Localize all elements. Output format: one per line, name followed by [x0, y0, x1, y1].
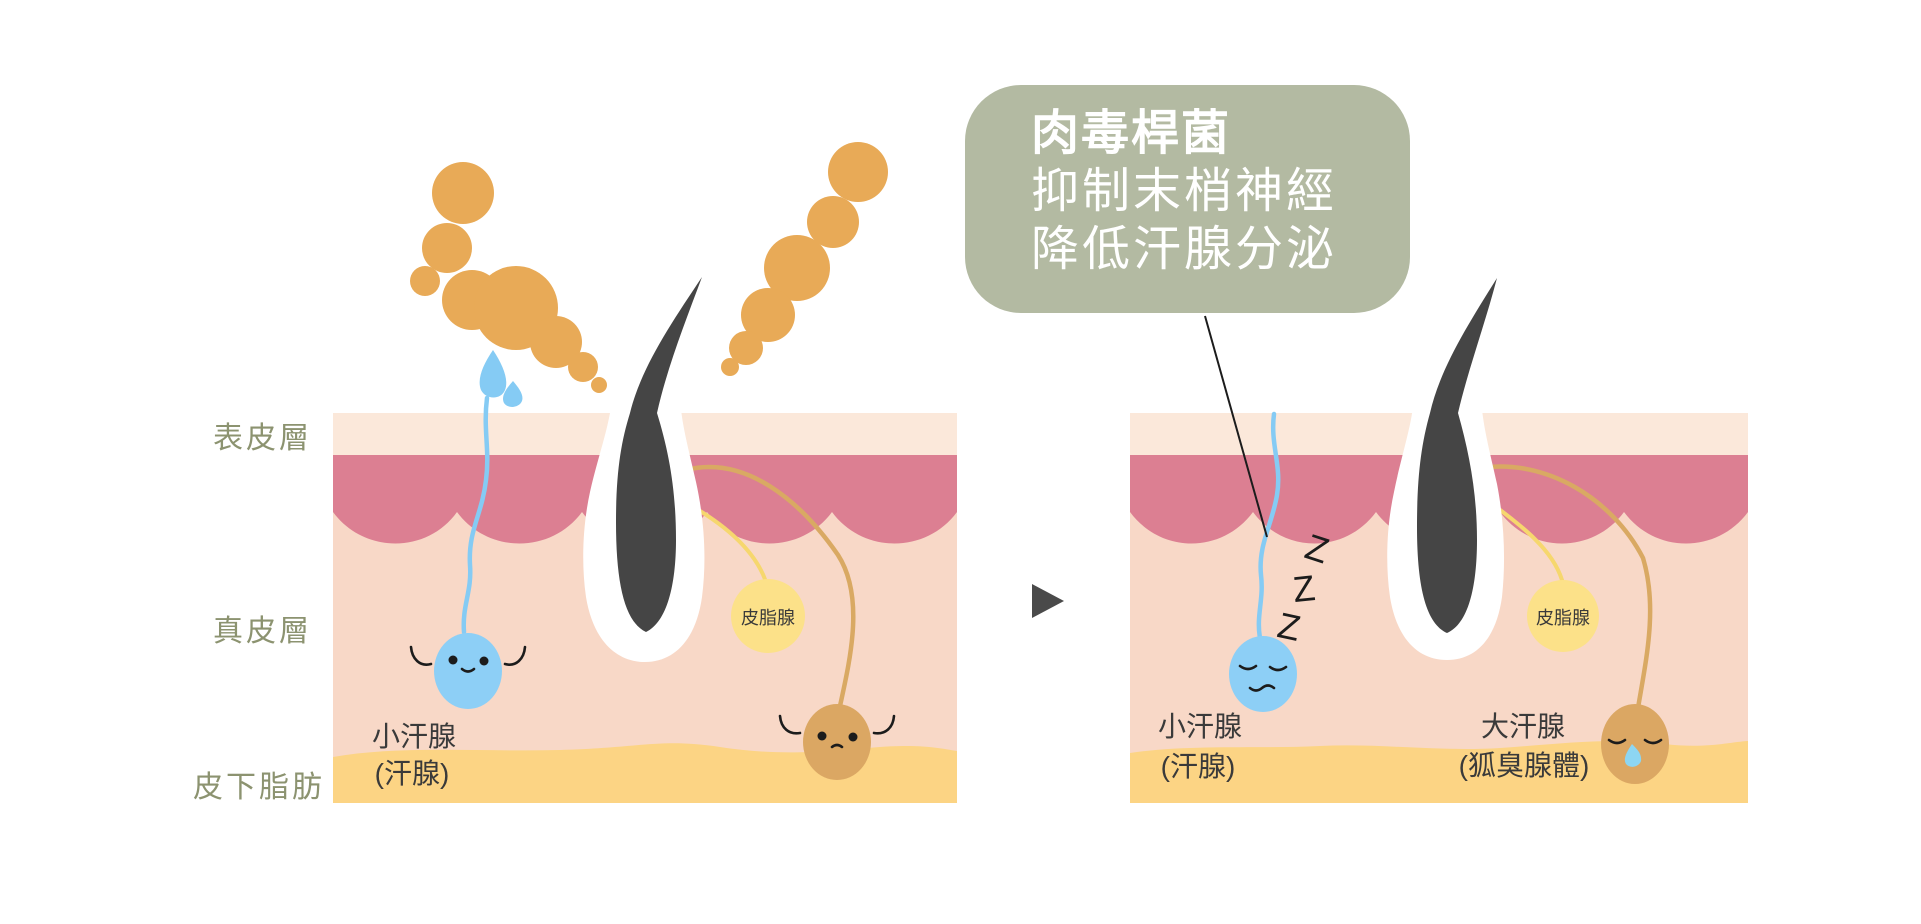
- left-eccrine-sublabel: (汗腺): [374, 758, 450, 789]
- right-apocrine-gland-crying-icon: [1601, 704, 1669, 784]
- right-sebaceous-label: 皮脂腺: [1536, 608, 1590, 628]
- layer-label-subcutaneous-fat: 皮下脂肪: [193, 771, 325, 804]
- left-fat-layer: [333, 743, 957, 803]
- right-hair-icon: [1417, 278, 1497, 633]
- right-sebaceous-gland-icon: [1527, 580, 1599, 652]
- tear-drop-icon: [1624, 744, 1642, 767]
- bubble-line-2: 抑制末梢神經: [1031, 165, 1338, 218]
- left-skin-panel: [333, 277, 957, 803]
- right-eccrine-sublabel: (汗腺): [1160, 751, 1236, 782]
- right-apocrine-label: 大汗腺: [1480, 711, 1566, 742]
- odor-cloud-right-icon: [721, 142, 888, 376]
- right-apocrine-sublabel: (狐臭腺體): [1458, 750, 1590, 781]
- left-sebaceous-gland-icon: [731, 579, 805, 653]
- sweat-drop-icon: [479, 350, 523, 407]
- left-sebaceous-label: 皮脂腺: [741, 608, 795, 628]
- bubble-line-3: 降低汗腺分泌: [1031, 223, 1338, 276]
- left-apocrine-duct: [683, 464, 856, 709]
- right-fat-layer: [1130, 741, 1748, 803]
- left-apocrine-gland-icon: [778, 704, 896, 780]
- bubble-title: 肉毒桿菌: [1031, 107, 1232, 160]
- botox-speech-bubble: 肉毒桿菌 抑制末梢神經 降低汗腺分泌: [965, 85, 1410, 313]
- odor-cloud-left-icon: [410, 162, 607, 393]
- left-eccrine-label: 小汗腺: [371, 721, 457, 752]
- right-skin-panel: [1130, 278, 1748, 803]
- right-eccrine-gland-sleeping-icon: [1229, 636, 1297, 712]
- left-hair-icon: [616, 277, 702, 632]
- sleep-z-2: Z: [1290, 566, 1318, 611]
- left-eccrine-gland-icon: [409, 633, 527, 709]
- bubble-pointer-line: [1204, 315, 1268, 538]
- right-apocrine-duct: [1477, 464, 1653, 711]
- right-eccrine-label: 小汗腺: [1157, 711, 1243, 742]
- right-eccrine-duct: [1256, 411, 1281, 641]
- layer-label-epidermis: 表皮層: [213, 422, 312, 455]
- layer-label-dermis: 真皮層: [213, 615, 312, 648]
- left-eccrine-duct: [461, 395, 490, 635]
- arrow-right-icon: [1032, 584, 1064, 618]
